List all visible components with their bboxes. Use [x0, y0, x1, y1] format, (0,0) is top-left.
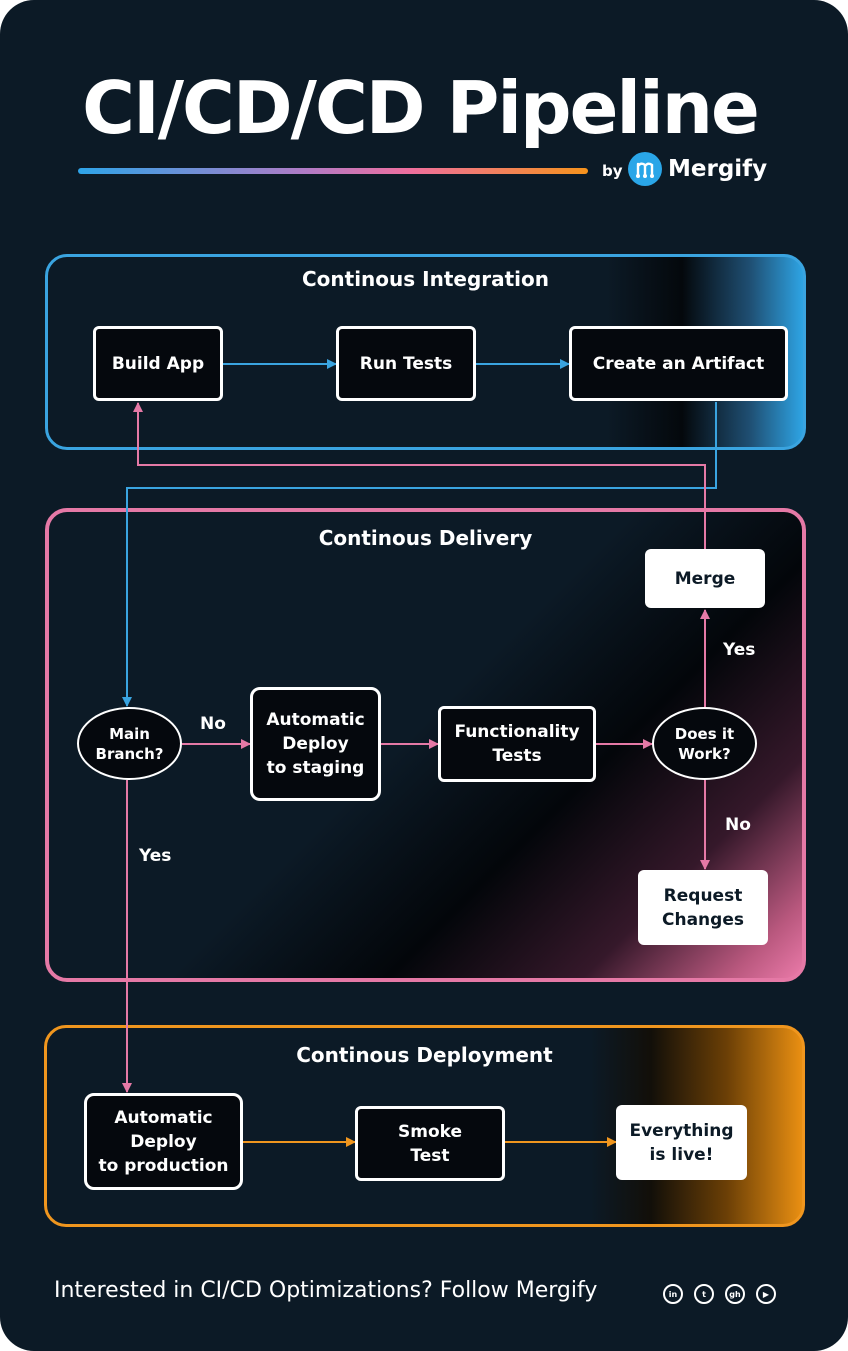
node-merge: Merge	[645, 549, 765, 608]
node-build-app: Build App	[93, 326, 223, 401]
section-title-delivery: Continous Delivery	[318, 526, 533, 550]
node-auto-deploy-production: Automatic Deploy to production	[84, 1093, 243, 1190]
node-create-artifact: Create an Artifact	[569, 326, 788, 401]
mergify-logo-icon	[628, 152, 662, 186]
node-does-it-work: Does it Work?	[652, 707, 757, 780]
edge-label-no-work: No	[725, 815, 751, 835]
edge-label-yes-main: Yes	[139, 846, 172, 866]
edge-label-no-main: No	[200, 714, 226, 734]
node-functionality-tests: Functionality Tests	[438, 706, 596, 782]
arrow-artifact-to-main-branch	[122, 402, 717, 707]
twitter-icon[interactable]: t	[694, 1284, 714, 1304]
page-title: CI/CD/CD Pipeline	[82, 66, 760, 150]
arrow-merge-to-build	[133, 402, 706, 549]
node-request-changes: Request Changes	[638, 870, 768, 945]
brand-name: Mergify	[668, 156, 768, 182]
section-title-ci: Continous Integration	[301, 267, 550, 291]
edge-label-yes-work: Yes	[723, 640, 756, 660]
linkedin-icon[interactable]: in	[663, 1284, 683, 1304]
by-label: by	[602, 162, 623, 180]
section-title-deployment: Continous Deployment	[296, 1043, 553, 1067]
node-run-tests: Run Tests	[336, 326, 476, 401]
node-smoke-test: Smoke Test	[355, 1106, 505, 1181]
footer-text: Interested in CI/CD Optimizations? Follo…	[54, 1278, 598, 1303]
node-main-branch: Main Branch?	[77, 707, 182, 780]
github-icon[interactable]: gh	[725, 1284, 745, 1304]
title-underline	[78, 168, 588, 174]
youtube-icon[interactable]: ▶	[756, 1284, 776, 1304]
node-auto-deploy-staging: Automatic Deploy to staging	[250, 687, 381, 801]
node-everything-live: Everything is live!	[616, 1105, 747, 1180]
